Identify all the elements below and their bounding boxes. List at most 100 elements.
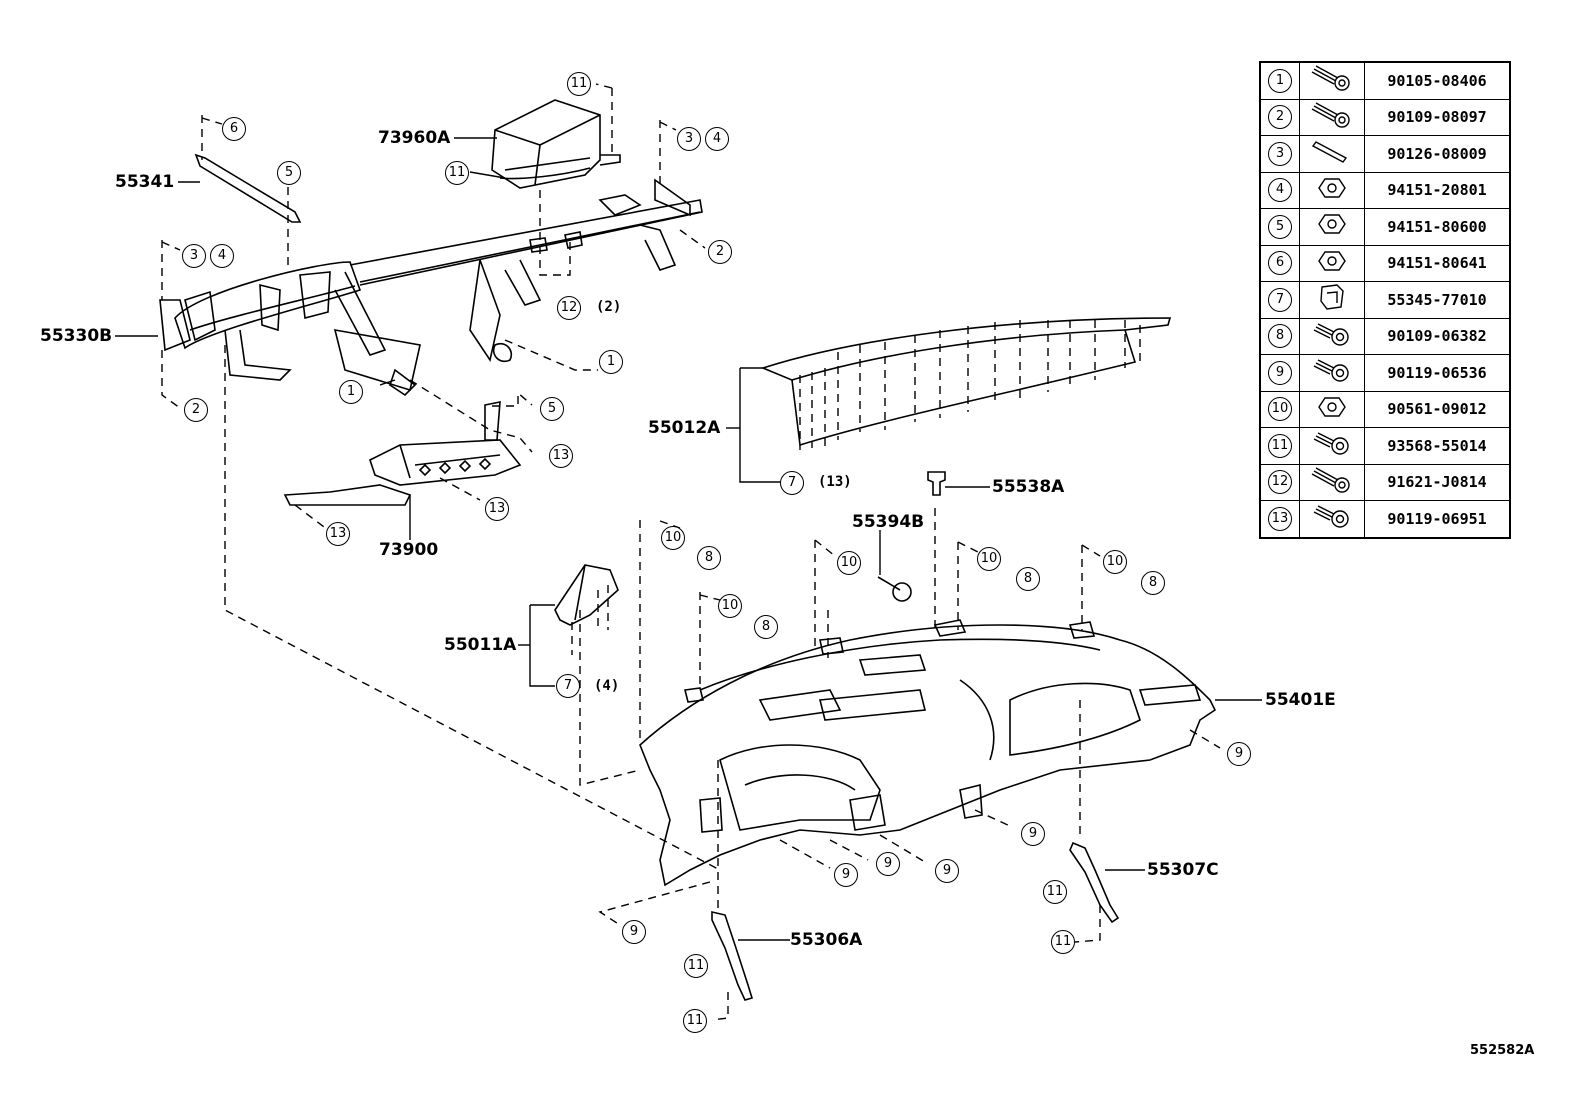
callout-13: 13 bbox=[549, 444, 573, 468]
part-number: 90119-06536 bbox=[1364, 354, 1511, 392]
part-label-73960a: 73960A bbox=[378, 128, 451, 148]
part-number: 90126-08009 bbox=[1364, 135, 1511, 173]
part-label-73900: 73900 bbox=[379, 540, 439, 560]
upper-panel-drawing bbox=[760, 317, 1172, 447]
row-index-callout: 9 bbox=[1268, 360, 1292, 385]
lower-brace-right-drawing bbox=[1069, 841, 1120, 924]
callout-11: 11 bbox=[567, 72, 591, 96]
parts-table-row: 12 91621-J0814 bbox=[1259, 463, 1511, 501]
callout-11: 11 bbox=[1043, 880, 1067, 904]
row-index-callout: 6 bbox=[1268, 251, 1292, 276]
part-number: 90561-09012 bbox=[1364, 390, 1511, 428]
callout-11: 11 bbox=[684, 954, 708, 978]
nut-icon bbox=[1299, 244, 1365, 282]
callout-11: 11 bbox=[1051, 930, 1075, 954]
parts-table-row: 7 55345-77010 bbox=[1259, 281, 1511, 319]
part-number: 90109-06382 bbox=[1364, 317, 1511, 355]
callout-10: 10 bbox=[977, 547, 1001, 571]
part-number: 94151-80600 bbox=[1364, 208, 1511, 246]
callout-9: 9 bbox=[622, 920, 646, 944]
callout-8: 8 bbox=[697, 546, 721, 570]
callout-10: 10 bbox=[1103, 550, 1127, 574]
part-label-55330b: 55330B bbox=[40, 326, 113, 346]
row-index-callout: 2 bbox=[1268, 105, 1292, 130]
callout-3: 3 bbox=[677, 127, 701, 151]
callout-4: 4 bbox=[705, 127, 729, 151]
part-label-55307c: 55307C bbox=[1147, 860, 1219, 880]
row-index-callout: 7 bbox=[1268, 287, 1292, 312]
callout-9: 9 bbox=[1227, 742, 1251, 766]
callout-9: 9 bbox=[1021, 822, 1045, 846]
callout-4: 4 bbox=[210, 244, 234, 268]
screw-icon bbox=[1299, 500, 1365, 538]
screw-icon bbox=[1299, 354, 1365, 392]
nut-icon bbox=[1299, 171, 1365, 209]
airbag-module-drawing bbox=[491, 99, 621, 189]
clip-drawing bbox=[927, 471, 946, 496]
parts-table-row: 13 90119-06951 bbox=[1259, 500, 1511, 538]
callout-5: 5 bbox=[540, 397, 564, 421]
row-index-callout: 13 bbox=[1268, 506, 1292, 531]
stud-icon bbox=[1299, 135, 1365, 173]
part-number: 94151-20801 bbox=[1364, 171, 1511, 209]
part-number: 93568-55014 bbox=[1364, 427, 1511, 465]
callout-10: 10 bbox=[661, 526, 685, 550]
callout-7: 7 bbox=[780, 471, 804, 495]
parts-table-row: 9 90119-06536 bbox=[1259, 354, 1511, 392]
side-bracket-drawing bbox=[554, 564, 619, 626]
row-index-callout: 8 bbox=[1268, 324, 1292, 349]
callout-3: 3 bbox=[182, 244, 206, 268]
row-index-callout: 5 bbox=[1268, 214, 1292, 239]
callout-10: 10 bbox=[837, 551, 861, 575]
callout-1: 1 bbox=[339, 380, 363, 404]
part-number: 90105-08406 bbox=[1364, 61, 1511, 100]
figure-code: 552582A bbox=[1470, 1043, 1535, 1058]
callout-10: 10 bbox=[718, 594, 742, 618]
callout-11: 11 bbox=[445, 161, 469, 185]
callout-9: 9 bbox=[876, 852, 900, 876]
nut-icon bbox=[1299, 390, 1365, 428]
part-number: 91621-J0814 bbox=[1364, 463, 1511, 501]
part-label-55012a: 55012A bbox=[648, 418, 721, 438]
callout-2: 2 bbox=[708, 240, 732, 264]
row-index-callout: 10 bbox=[1268, 397, 1292, 422]
clip-icon bbox=[1299, 281, 1365, 319]
callout-11: 11 bbox=[683, 1009, 707, 1033]
bolt-icon bbox=[1299, 61, 1365, 100]
part-number: 90119-06951 bbox=[1364, 500, 1511, 538]
callout-6: 6 bbox=[222, 117, 246, 141]
parts-table-row: 4 94151-20801 bbox=[1259, 171, 1511, 209]
parts-table-row: 1 90105-08406 bbox=[1259, 61, 1511, 100]
bolt-icon bbox=[1299, 98, 1365, 136]
qty-note-12: (2) bbox=[596, 299, 622, 315]
part-label-55538a: 55538A bbox=[992, 477, 1065, 497]
row-index-callout: 4 bbox=[1268, 178, 1292, 203]
parts-table-row: 8 90109-06382 bbox=[1259, 317, 1511, 355]
instrument-panel-drawing bbox=[639, 619, 1217, 887]
part-label-55011a: 55011A bbox=[444, 635, 517, 655]
callout-13: 13 bbox=[326, 522, 350, 546]
pin-drawing bbox=[877, 576, 912, 602]
callout-13: 13 bbox=[485, 497, 509, 521]
part-label-55341: 55341 bbox=[115, 172, 175, 192]
part-label-55394b: 55394B bbox=[852, 512, 925, 532]
parts-table-row: 5 94151-80600 bbox=[1259, 208, 1511, 246]
part-number: 55345-77010 bbox=[1364, 281, 1511, 319]
callout-8: 8 bbox=[1141, 571, 1165, 595]
row-index-callout: 1 bbox=[1268, 68, 1292, 93]
screw-icon bbox=[1299, 317, 1365, 355]
callout-1: 1 bbox=[599, 350, 623, 374]
part-number: 90109-08097 bbox=[1364, 98, 1511, 136]
parts-table-row: 10 90561-09012 bbox=[1259, 390, 1511, 428]
row-index-callout: 12 bbox=[1268, 470, 1292, 495]
part-label-55401e: 55401E bbox=[1265, 690, 1336, 710]
brace-bar-drawing bbox=[194, 153, 302, 223]
callout-9: 9 bbox=[935, 859, 959, 883]
callout-9: 9 bbox=[834, 863, 858, 887]
callout-7: 7 bbox=[556, 674, 580, 698]
lower-brace-left-drawing bbox=[711, 910, 754, 1001]
